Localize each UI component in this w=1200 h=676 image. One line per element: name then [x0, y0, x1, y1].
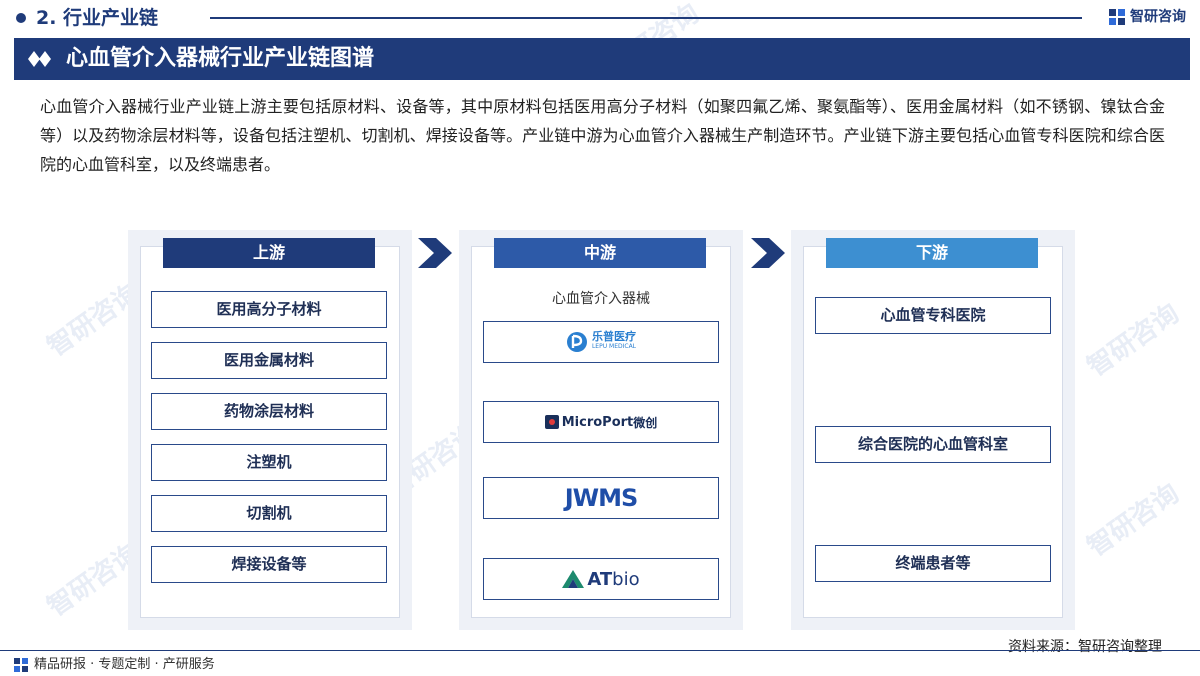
downstream-item: 综合医院的心血管科室 — [815, 426, 1051, 463]
chevron-right-icon — [418, 238, 452, 268]
downstream-item: 终端患者等 — [815, 545, 1051, 582]
header-divider — [210, 17, 1082, 19]
downstream-item: 心血管专科医院 — [815, 297, 1051, 334]
brand-name: 智研咨询 — [1130, 9, 1186, 25]
midstream-header: 中游 — [494, 238, 706, 268]
upstream-item: 药物涂层材料 — [151, 393, 387, 430]
company-logo-jwms: JWMS — [483, 477, 719, 519]
lepu-name-cn: 乐普医疗 — [591, 330, 636, 343]
upstream-item: 注塑机 — [151, 444, 387, 481]
top-bar: 2. 行业产业链 智研咨询 — [0, 0, 1200, 36]
brand-logo-icon — [1109, 9, 1125, 25]
upstream-item: 医用高分子材料 — [151, 291, 387, 328]
section-title: 2. 行业产业链 — [36, 7, 159, 29]
watermark: 智研咨询 — [1082, 478, 1185, 563]
jwms-name: JWMS — [564, 484, 639, 512]
lepu-logo-icon — [566, 332, 587, 352]
chevron-right-icon — [751, 238, 785, 268]
midstream-subtitle: 心血管介入器械 — [552, 291, 650, 307]
atbio-name-bio: bio — [612, 568, 640, 590]
double-diamond-icon — [28, 51, 51, 67]
microport-name: MicroPort — [561, 414, 634, 430]
microport-name-cn: 微创 — [633, 415, 658, 430]
microport-logo-icon — [544, 415, 559, 429]
intro-paragraph: 心血管介入器械行业产业链上游主要包括原材料、设备等，其中原材料包括医用高分子材料… — [40, 97, 1165, 174]
source-note: 资料来源：智研咨询整理 — [1008, 639, 1162, 655]
page-title: 心血管介入器械行业产业链图谱 — [66, 46, 375, 71]
atbio-logo-icon — [562, 570, 585, 588]
upstream-item: 医用金属材料 — [151, 342, 387, 379]
atbio-name-at: AT — [587, 568, 613, 590]
title-banner: 心血管介入器械行业产业链图谱 — [14, 38, 1190, 80]
upstream-item: 切割机 — [151, 495, 387, 532]
company-logo-microport: MicroPort 微创 — [483, 401, 719, 443]
company-logo-lepu: 乐普医疗 LEPU MEDICAL — [483, 321, 719, 363]
bullet-dot — [16, 13, 26, 23]
watermark: 智研咨询 — [1082, 298, 1185, 383]
downstream-header: 下游 — [826, 238, 1038, 268]
brand: 智研咨询 — [1108, 8, 1186, 26]
footer-divider — [0, 650, 1200, 651]
company-logo-atbio: AT bio — [483, 558, 719, 600]
lepu-name-en: LEPU MEDICAL — [591, 343, 637, 350]
footer-logo-icon — [14, 658, 28, 672]
footer-tagline: 精品研报 · 专题定制 · 产研服务 — [34, 657, 215, 672]
upstream-item: 焊接设备等 — [151, 546, 387, 583]
upstream-header: 上游 — [163, 238, 375, 268]
